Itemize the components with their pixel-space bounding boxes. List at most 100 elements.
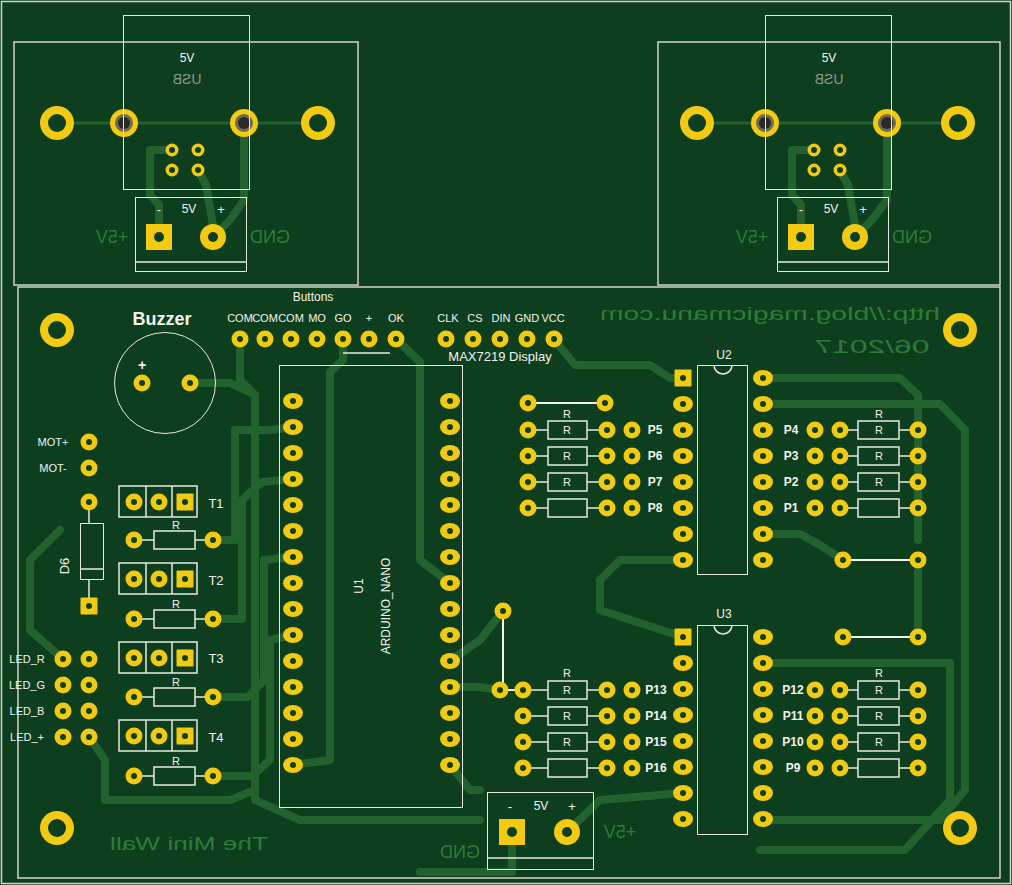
ic-pad (753, 629, 773, 645)
component-pad (807, 500, 824, 517)
copper-trace (57, 122, 318, 125)
pin-label: P14 (645, 710, 666, 722)
component-pad (624, 448, 641, 465)
pin-label: P4 (784, 424, 799, 436)
copper-trace (213, 123, 244, 237)
header-pad (388, 331, 405, 348)
silkscreen (858, 499, 899, 517)
component-pad (81, 703, 98, 720)
component-pad (910, 760, 927, 777)
silkscreen (858, 759, 899, 777)
pin-label: P3 (784, 450, 799, 462)
header-pad (232, 331, 249, 348)
nano-pad (440, 471, 460, 487)
silkscreen (528, 430, 607, 508)
header-pad (361, 331, 378, 348)
copper-trace (600, 560, 683, 637)
silkscreen (343, 352, 390, 354)
usb-pad (834, 164, 847, 177)
component-pad (55, 375, 927, 785)
component-pad (832, 422, 849, 439)
polarity-mark: - (508, 800, 512, 813)
resistor-value: R (172, 756, 180, 767)
component-pad (55, 703, 72, 720)
ic-pad (673, 811, 693, 827)
nano-pad (283, 523, 303, 539)
pin-name: + (366, 313, 372, 324)
resistor-value: R (563, 711, 571, 722)
pin-name: DIN (492, 313, 511, 324)
nano-pad (283, 471, 303, 487)
component-pad (832, 448, 849, 465)
component-pad (624, 474, 641, 491)
part-ref: D6 (58, 558, 71, 575)
copper-trace (30, 123, 965, 872)
silkscreen (119, 642, 197, 673)
nano-pad (283, 445, 303, 461)
component-pad (599, 448, 616, 465)
resistor-value: R (875, 451, 883, 462)
nano-pad (283, 393, 303, 409)
component-pad (81, 677, 98, 694)
pin-name: COM (252, 313, 278, 324)
nano-pad (440, 705, 460, 721)
ic-pad (673, 681, 693, 697)
back-silkscreen: GND (440, 843, 480, 861)
component-pad (151, 571, 168, 588)
nano-pad (283, 393, 460, 773)
ic-pad (673, 448, 693, 464)
component-pad (832, 708, 849, 725)
nano-pad (440, 731, 460, 747)
component-pad (126, 532, 143, 549)
usb-pad (808, 144, 821, 157)
resistor-value: R (875, 685, 883, 696)
component-pad (134, 375, 151, 392)
part-ref: T1 (208, 497, 223, 510)
component-pad (835, 629, 852, 646)
component-pad (624, 708, 641, 725)
silkscreen (135, 262, 889, 858)
component-pad (599, 682, 616, 699)
component-pad (599, 708, 616, 725)
resistor-value: R (875, 737, 883, 748)
copper-trace (213, 635, 293, 776)
component-pad (81, 460, 98, 477)
silkscreen (548, 733, 587, 751)
nano-pad (283, 653, 303, 669)
part-title: Buzzer (132, 310, 191, 328)
component-pad (624, 500, 641, 517)
component-pad (515, 708, 532, 725)
silkscreen (548, 421, 587, 439)
polarity-mark: - (157, 203, 161, 216)
ic-pad (753, 474, 773, 490)
component-pad (520, 395, 537, 412)
mounting-hole (40, 811, 74, 845)
ic-pad (673, 370, 773, 828)
ic-footprint: U3 (697, 625, 748, 835)
resistor-value: R (172, 599, 180, 610)
ic-pad (753, 370, 773, 386)
component-pad (832, 474, 849, 491)
silkscreen (840, 430, 918, 508)
nano-pad (440, 393, 460, 409)
usb-pad (166, 144, 179, 157)
silkscreen (500, 403, 918, 690)
terminal-pad (499, 819, 525, 845)
silkscreen (154, 767, 195, 785)
board-outline (18, 287, 1000, 878)
part-label: USB (815, 72, 844, 86)
resistor-value: R (563, 409, 571, 420)
ic-pad (673, 655, 693, 671)
resistor-value: R (875, 425, 883, 436)
mounting-hole (943, 313, 977, 347)
pin-name: VCC (541, 313, 564, 324)
copper-trace (240, 339, 480, 820)
pin-label: P7 (648, 476, 663, 488)
header-pad (257, 331, 274, 348)
silkscreen (858, 707, 899, 725)
header-pad (546, 331, 563, 348)
nano-pad (440, 523, 460, 539)
pin-label: P8 (648, 502, 663, 514)
resistor-value: R (875, 711, 883, 722)
copper-trace (760, 663, 950, 850)
